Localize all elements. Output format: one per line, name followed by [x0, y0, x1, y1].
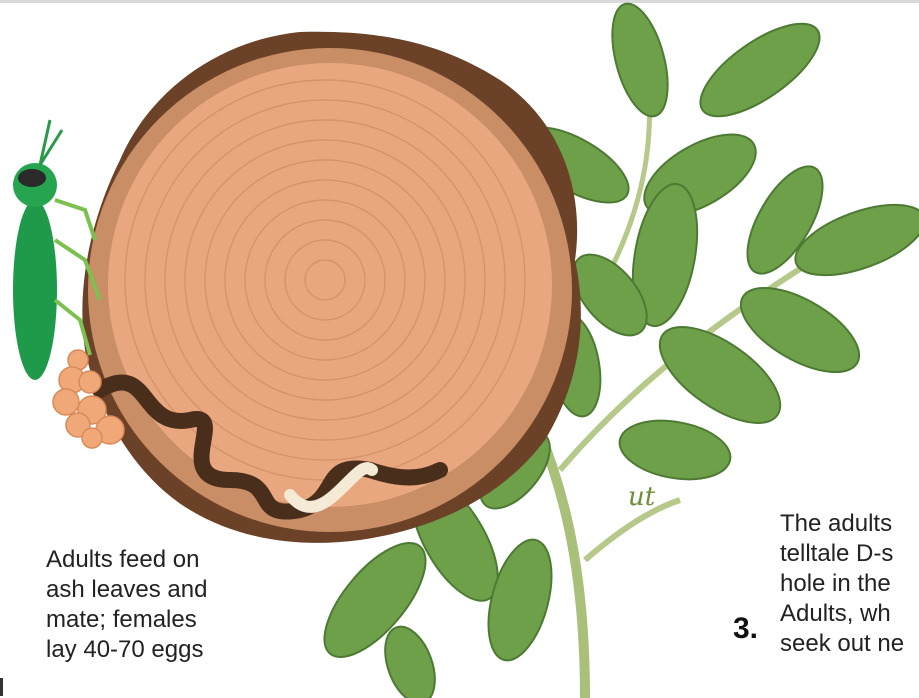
caption-line: Adults feed on — [46, 545, 207, 575]
caption-line: telltale D-s — [780, 539, 904, 569]
edge-mark — [0, 678, 3, 696]
egg — [79, 371, 101, 393]
caption-line: lay 40-70 eggs — [46, 635, 207, 665]
ash-leaf — [602, 0, 678, 122]
step-number: 3. — [733, 612, 758, 646]
caption-adults-emerge: The adults telltale D-s hole in the Adul… — [780, 509, 904, 659]
caption-line: The adults — [780, 509, 904, 539]
artist-signature: ut — [628, 482, 655, 512]
emerald-ash-borer-beetle — [13, 120, 100, 380]
caption-adults-feed: Adults feed on ash leaves and mate; fema… — [46, 545, 207, 665]
egg — [53, 389, 79, 415]
caption-line: mate; females — [46, 605, 207, 635]
egg — [82, 428, 102, 448]
caption-line: hole in the — [780, 569, 904, 599]
ash-leaf — [615, 413, 735, 488]
caption-line: seek out ne — [780, 629, 904, 659]
caption-line: ash leaves and — [46, 575, 207, 605]
ash-leaf — [687, 7, 834, 133]
caption-line: Adults, wh — [780, 599, 904, 629]
